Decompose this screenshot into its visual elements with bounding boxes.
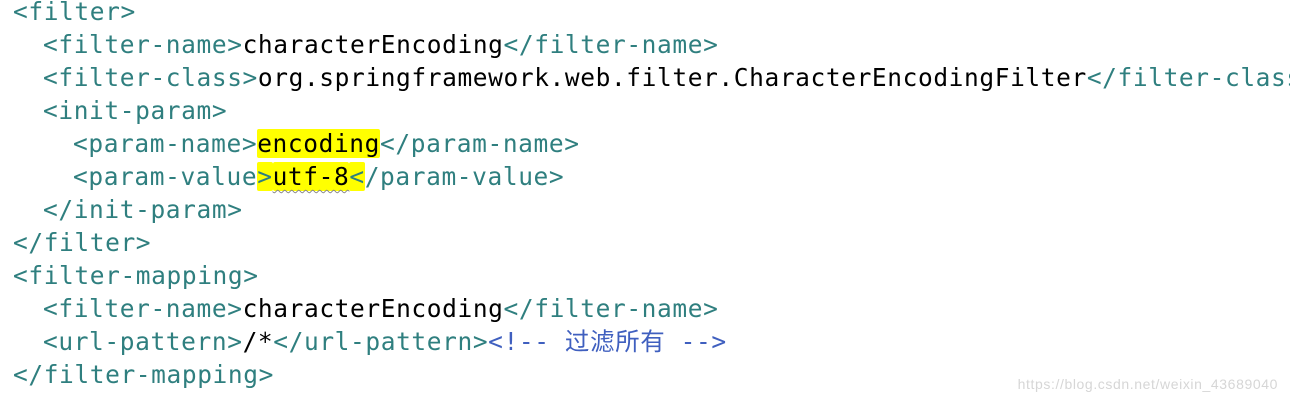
xml-tag: /param-value>	[364, 162, 565, 191]
code-line-1: <filter>	[13, 0, 136, 28]
xml-tag: <filter>	[13, 0, 136, 26]
xml-text: /*	[242, 327, 274, 356]
xml-tag: <init-param>	[43, 96, 228, 125]
code-line-7: </init-param>	[43, 193, 243, 226]
code-line-8: </filter>	[13, 226, 151, 259]
code-line-9: <filter-mapping>	[13, 259, 259, 292]
highlighted-tag-start: <	[349, 162, 365, 191]
xml-tag: </url-pattern>	[273, 327, 489, 356]
xml-text: org.springframework.web.filter.Character…	[257, 63, 1087, 92]
xml-tag: </filter>	[13, 228, 152, 257]
xml-tag: <param-name>	[73, 129, 258, 158]
xml-tag: </init-param>	[43, 195, 243, 224]
code-line-4: <init-param>	[43, 94, 227, 127]
xml-comment: <!-- 过滤所有 -->	[488, 327, 727, 356]
xml-tag: </filter-mapping>	[13, 360, 274, 389]
xml-text: characterEncoding	[242, 294, 504, 323]
code-line-10: <filter-name>characterEncoding</filter-n…	[43, 292, 718, 325]
xml-tag: <param-value	[73, 162, 258, 191]
xml-tag: </filter-name>	[503, 294, 719, 323]
highlighted-tag-end: >	[257, 162, 273, 191]
highlighted-text: encoding	[257, 129, 381, 158]
xml-text: characterEncoding	[242, 30, 504, 59]
code-line-11: <url-pattern>/*</url-pattern><!-- 过滤所有 -…	[43, 325, 727, 358]
code-line-5: <param-name>encoding</param-name>	[73, 127, 580, 160]
code-line-2: <filter-name>characterEncoding</filter-n…	[43, 28, 718, 61]
xml-tag: </param-name>	[380, 129, 580, 158]
xml-tag: <filter-name>	[43, 30, 243, 59]
xml-tag: <filter-mapping>	[13, 261, 259, 290]
code-line-12: </filter-mapping>	[13, 358, 274, 391]
xml-tag: <url-pattern>	[43, 327, 243, 356]
xml-tag: <filter-class>	[43, 63, 258, 92]
xml-tag: </filter-name>	[503, 30, 719, 59]
code-line-6: <param-value>utf-8</param-value>	[73, 160, 564, 193]
code-line-3: <filter-class>org.springframework.web.fi…	[43, 61, 1290, 94]
watermark: https://blog.csdn.net/weixin_43689040	[1017, 376, 1278, 392]
xml-tag: </filter-class>	[1086, 63, 1290, 92]
xml-tag: <filter-name>	[43, 294, 243, 323]
highlighted-text: utf-8	[272, 162, 350, 191]
